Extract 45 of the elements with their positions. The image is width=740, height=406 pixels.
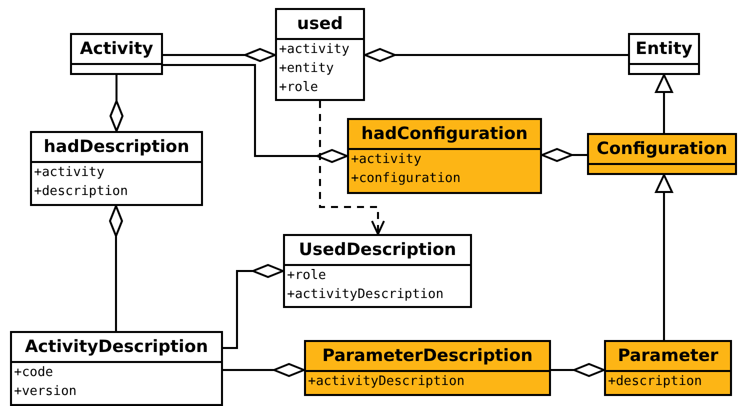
class-attribute: +description (608, 373, 703, 391)
aggregation-connector (541, 148, 587, 162)
class-box (347, 118, 542, 194)
aggregation-connector (110, 75, 124, 132)
class-attribute: +configuration (351, 170, 462, 188)
class-name: Parameter (606, 342, 730, 372)
class-attribute: +activityDescription (287, 286, 445, 304)
class-attribute: +code (14, 364, 54, 382)
aggregation-connector (364, 48, 628, 62)
class-name: ActivityDescription (12, 333, 221, 363)
class-attribute: +role (279, 79, 320, 97)
class-name: used (277, 10, 363, 40)
class-attribute: +activity (34, 164, 106, 182)
class-attribute: +role (287, 267, 328, 285)
class-attribute: +version (14, 383, 78, 401)
class-box (628, 33, 700, 75)
class-box (604, 340, 732, 396)
aggregation-connector (223, 363, 305, 377)
aggregation-connector (163, 64, 348, 163)
aggregation-connector (109, 205, 123, 331)
class-name: Entity (630, 35, 698, 65)
class-attribute: +description (34, 183, 129, 201)
class-attribute: +activityDescription (308, 373, 466, 391)
class-box (587, 133, 737, 175)
dependency-arrow (319, 101, 385, 235)
class-name: hadConfiguration (349, 120, 540, 150)
inheritance-arrow (655, 74, 673, 133)
aggregation-connector (223, 264, 284, 349)
class-name: Activity (72, 35, 161, 65)
class-box (70, 33, 163, 75)
class-box (275, 8, 365, 101)
class-box (30, 131, 203, 206)
class-attribute: +activity (351, 151, 422, 169)
aggregation-connector (551, 363, 605, 377)
aggregation-connector (163, 48, 276, 62)
class-attribute: +activity (279, 41, 350, 59)
inheritance-arrow (655, 174, 673, 340)
class-name: Configuration (589, 135, 735, 165)
class-box (10, 331, 223, 406)
class-box (304, 340, 551, 396)
class-attribute: +entity (279, 60, 335, 78)
class-name: ParameterDescription (306, 342, 549, 372)
class-box (283, 234, 472, 308)
class-name: hadDescription (32, 133, 201, 163)
class-name: UsedDescription (285, 236, 470, 266)
